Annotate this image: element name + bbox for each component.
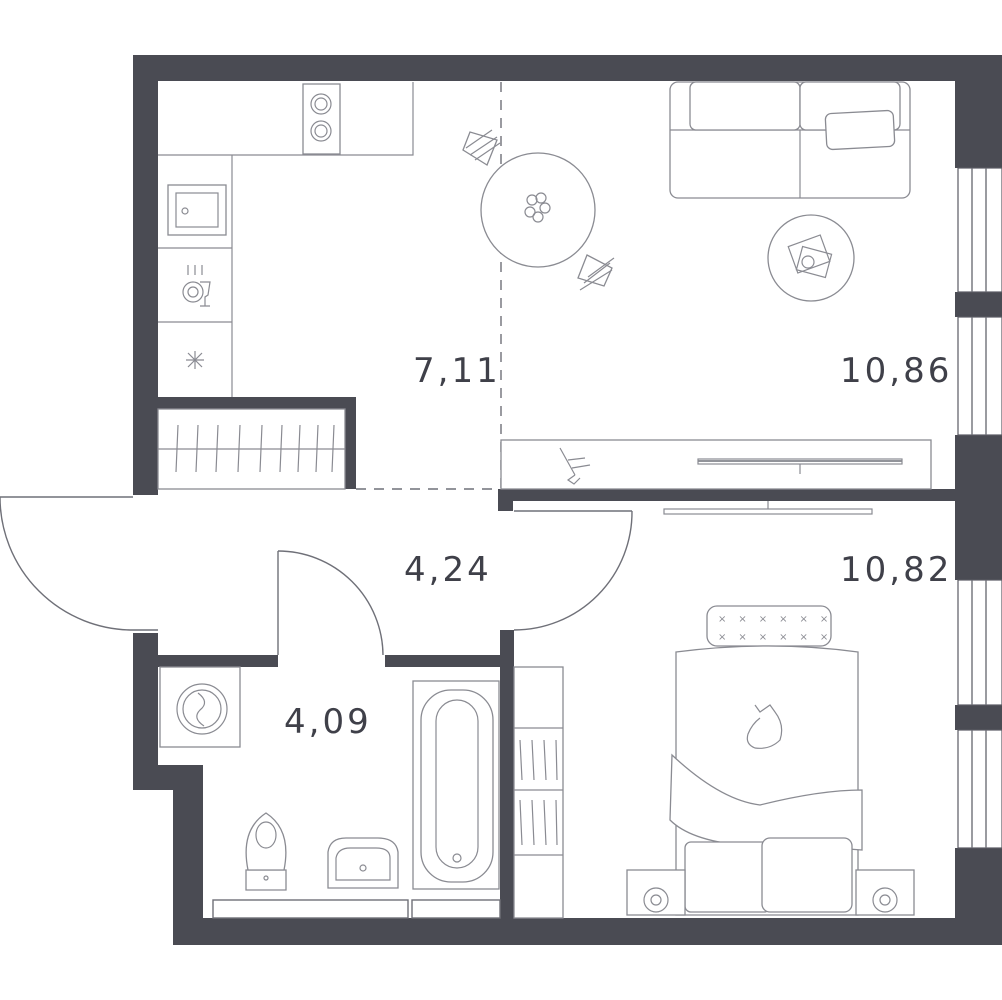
wall-living-stub [498, 489, 513, 511]
snowflake-icon [186, 351, 204, 369]
wall-left-upper [133, 55, 158, 495]
toilet [245, 812, 287, 891]
wall-left-bottom [173, 765, 203, 945]
wall-left-lower [133, 633, 158, 788]
washing-machine [159, 666, 241, 748]
dining-table [462, 129, 615, 291]
wall-wardrobe-right [345, 397, 356, 489]
bathtub [412, 680, 500, 890]
wall-right-1 [955, 150, 1002, 168]
window-3 [957, 579, 1002, 706]
window-2 [957, 316, 1002, 436]
wall-bathroom-top-right [385, 655, 513, 667]
coffee-table [767, 214, 855, 302]
kitchen-furniture [158, 82, 414, 397]
bedroom-door [513, 510, 633, 631]
bathroom-door [277, 550, 384, 656]
wardrobe [157, 408, 346, 490]
wall-bathroom-top-left [158, 655, 278, 667]
window-1 [957, 167, 1002, 293]
entrance-door [0, 496, 158, 631]
wall-right-2 [955, 292, 1002, 317]
bedroom-tv [663, 501, 873, 515]
dishwasher-icon [182, 265, 211, 307]
cat-icon [746, 704, 783, 749]
flower-vase-icon [524, 192, 551, 223]
window-4 [957, 729, 1002, 849]
area-label-kitchen: 7,11 [413, 351, 501, 391]
svg-text:××××××: ×××××× [718, 614, 840, 625]
washbasin [327, 837, 399, 889]
stove [302, 83, 341, 155]
area-label-bathroom: 4,09 [284, 702, 372, 742]
nightstand-right [855, 869, 915, 916]
area-label-hallway: 4,24 [404, 550, 492, 590]
bedroom-wardrobe [513, 666, 564, 919]
tv-stand [500, 439, 932, 490]
wall-living-bedroom [498, 489, 958, 501]
wall-bathroom-bedroom [500, 630, 514, 920]
bed: ×××××× ×××××× [669, 605, 863, 916]
plant-icon [559, 447, 591, 485]
wall-bottom [173, 918, 960, 945]
exterior-walls [133, 55, 1002, 945]
kitchen-counter [158, 82, 414, 397]
area-label-bedroom: 10,82 [840, 550, 952, 590]
wall-wardrobe-top [158, 397, 356, 409]
windows [957, 167, 1002, 849]
wall-right-5 [955, 848, 1002, 945]
wall-top-right-corner [955, 55, 1002, 155]
interior-walls [158, 397, 958, 920]
bathroom-fixtures [159, 666, 500, 891]
wall-right-3 [955, 435, 1002, 580]
chair-bottom [577, 254, 615, 291]
wall-top [133, 55, 960, 81]
wall-right-4 [955, 705, 1002, 730]
chair-top [462, 129, 501, 166]
area-label-living-room: 10,86 [840, 351, 952, 391]
nightstand-left [626, 869, 686, 916]
svg-text:××××××: ×××××× [718, 632, 840, 643]
bathroom-bottom-strip-2 [411, 899, 501, 919]
sofa [669, 81, 911, 199]
bathroom-bottom-strip [212, 899, 409, 919]
